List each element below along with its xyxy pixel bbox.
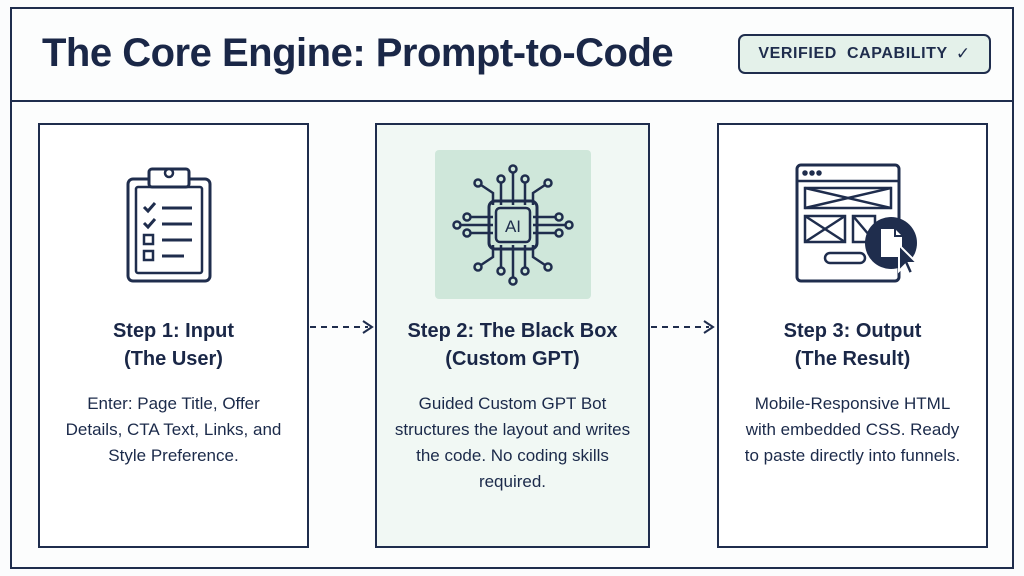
webpage-document-icon: [795, 163, 920, 283]
header: The Core Engine: Prompt-to-Code VERIFIED…: [10, 7, 1014, 102]
page-title: The Core Engine: Prompt-to-Code: [42, 31, 674, 75]
step-card-black-box: AI Step 2: The Black Box (Custom GPT) Gu…: [375, 123, 650, 548]
check-icon: ✓: [955, 44, 971, 63]
arrow-icon: [651, 320, 715, 334]
ai-chip-icon: AI: [452, 164, 574, 286]
step-2-title-line1: Step 2: The Black Box: [407, 320, 618, 342]
step-3-description: Mobile-Responsive HTML with embedded CSS…: [744, 394, 961, 465]
chip-label: AI: [505, 217, 521, 236]
step-card-input: Step 1: Input (The User) Enter: Page Tit…: [38, 123, 309, 548]
step-2-title-line2: (Custom GPT): [445, 348, 580, 370]
verified-badge: VERIFIED CAPABILITY ✓: [738, 34, 991, 74]
step-1-title: Step 1: Input (The User): [40, 317, 307, 373]
step-card-output: Step 3: Output (The Result) Mobile-Respo…: [717, 123, 988, 548]
step-1-description: Enter: Page Title, Offer Details, CTA Te…: [65, 394, 282, 465]
step-1-title-line1: Step 1: Input: [112, 320, 235, 342]
step-3-title-line1: Step 3: Output: [783, 320, 922, 342]
step-1-title-line2: (The User): [124, 348, 223, 370]
step-2-description: Guided Custom GPT Bot structures the lay…: [394, 394, 631, 491]
clipboard-checklist-icon: [126, 167, 212, 283]
badge-label: VERIFIED CAPABILITY: [758, 45, 948, 62]
step-3-title-line2: (The Result): [794, 348, 911, 370]
arrow-icon: [310, 320, 374, 334]
step-3-title: Step 3: Output (The Result): [719, 317, 986, 373]
step-2-title: Step 2: The Black Box (Custom GPT): [377, 317, 648, 373]
